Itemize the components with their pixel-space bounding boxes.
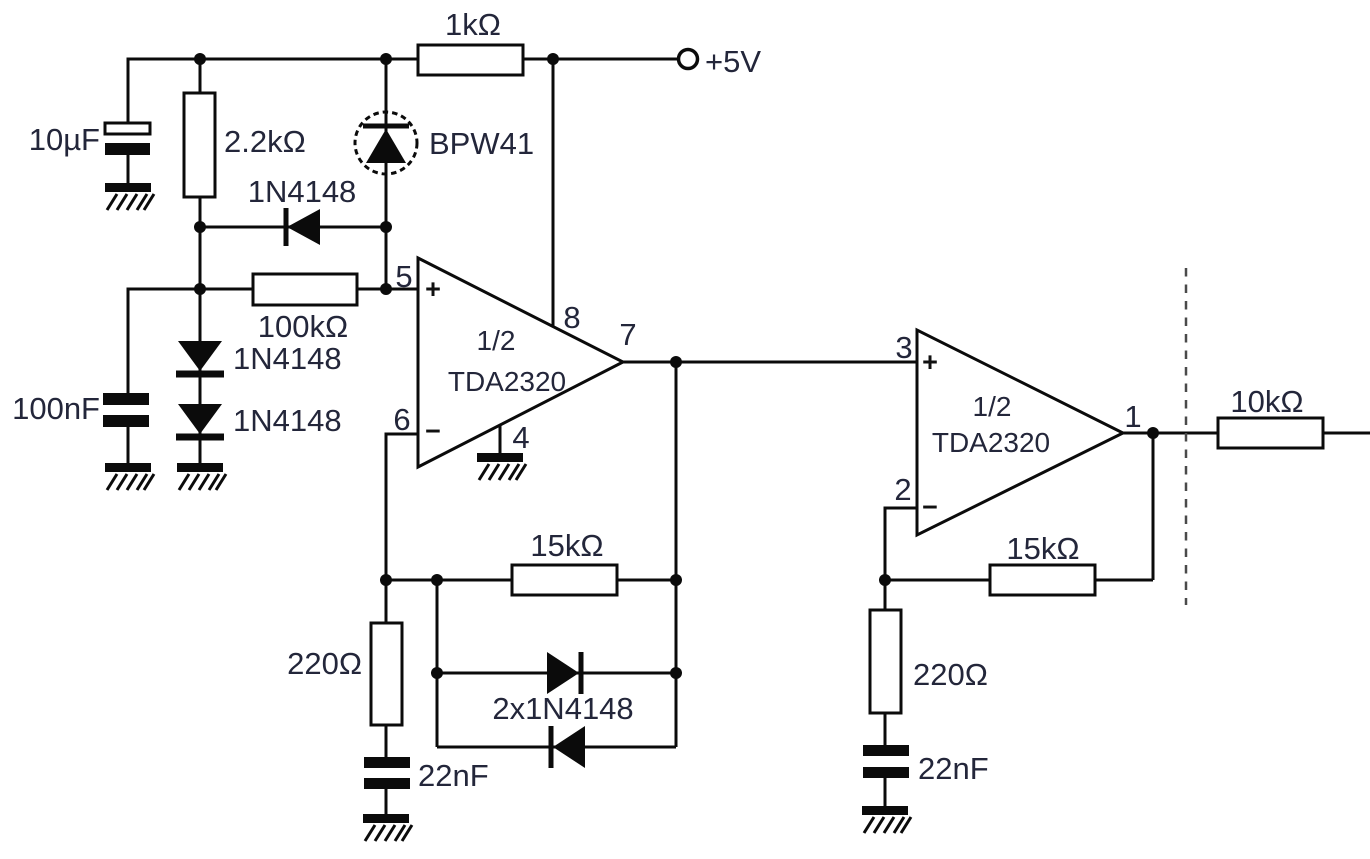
ground-symbol — [860, 804, 913, 835]
opamp2-plus-sign: + — [922, 347, 938, 377]
opamp2-pin1-label: 1 — [1124, 399, 1141, 434]
opamp1-pin4-label: 4 — [512, 420, 529, 455]
label-r-15k-1: 15kΩ — [530, 528, 603, 563]
opamp2-minus-sign: − — [922, 492, 938, 522]
diode-1n4148-clamp — [283, 208, 320, 246]
label-r-15k-2: 15kΩ — [1006, 531, 1079, 566]
capacitor-22nF-1 — [364, 757, 410, 789]
junction-dot — [670, 356, 682, 368]
cap-plate — [103, 393, 149, 405]
junction-dot — [1147, 427, 1159, 439]
label-d-bias-top: 1N4148 — [233, 341, 342, 376]
label-c-22nF-1: 22nF — [418, 758, 489, 793]
cap-plate — [364, 757, 410, 768]
cap-plate — [103, 415, 149, 427]
supply-terminal-circle — [676, 47, 700, 71]
opamp1-triangle — [416, 255, 627, 470]
ground-symbols — [103, 181, 913, 843]
cap-plate-negative — [105, 143, 150, 155]
label-c-22nF-2: 22nF — [918, 751, 989, 786]
ground-symbol — [175, 461, 228, 492]
opamp2-pin3-label: 3 — [895, 330, 912, 365]
capacitor-22nF-2 — [863, 745, 909, 778]
junction-dot — [380, 221, 392, 233]
cap-plate-positive — [103, 121, 152, 136]
junction-dot — [879, 574, 891, 586]
junction-dot — [194, 283, 206, 295]
opamp2-pin2-label: 2 — [894, 472, 911, 507]
opamp1-minus-sign: − — [425, 416, 441, 446]
label-r-2k2: 2.2kΩ — [224, 124, 306, 159]
resistor-15k-1 — [510, 563, 619, 597]
resistor-10k — [1216, 416, 1325, 450]
wire-inverting-net-1 — [384, 432, 676, 814]
junction-dot — [194, 221, 206, 233]
ground-symbol — [475, 451, 528, 482]
junction-dot — [670, 574, 682, 586]
opamp1-part: TDA2320 — [448, 366, 566, 397]
junction-dot — [194, 53, 206, 65]
junction-dots — [194, 53, 1159, 679]
label-c-10uF: 10µF — [29, 122, 100, 157]
capacitors — [103, 121, 909, 789]
label-r-1k: 1kΩ — [445, 7, 501, 42]
label-r-10k: 10kΩ — [1230, 384, 1303, 419]
diode-feedback-left — [548, 726, 585, 768]
photodiode-triangle — [366, 129, 406, 163]
label-d-clamp: 1N4148 — [248, 174, 357, 209]
resistor-100k — [251, 272, 359, 307]
diode-1n4148-bias-top — [176, 341, 224, 378]
cap-plate — [863, 745, 909, 756]
opamp1-pin8-label: 8 — [563, 300, 580, 335]
wire-output-net — [1123, 431, 1370, 580]
resistor-1k — [416, 43, 525, 77]
label-d-pair: 2x1N4148 — [492, 691, 633, 726]
label-r-220-1: 220Ω — [287, 646, 362, 681]
resistor-220-1 — [369, 621, 404, 727]
opamp2-triangle — [915, 327, 1127, 538]
component-labels: 1kΩ +5V 10µF 2.2kΩ BPW41 1N4148 100kΩ 1N… — [12, 7, 1303, 793]
opamp1-pin5-label: 5 — [395, 259, 412, 294]
photodiode-bpw41 — [353, 110, 419, 176]
opamp1-fraction: 1/2 — [477, 325, 516, 356]
label-d-bias-bottom: 1N4148 — [233, 403, 342, 438]
ground-symbol — [103, 461, 156, 492]
junction-dot — [380, 574, 392, 586]
junction-dot — [431, 667, 443, 679]
junction-dot — [670, 667, 682, 679]
junction-dot — [380, 53, 392, 65]
diode-1n4148-bias-bottom — [176, 404, 224, 441]
label-supply: +5V — [705, 44, 761, 79]
junction-dot — [431, 574, 443, 586]
label-r-220-2: 220Ω — [913, 657, 988, 692]
ground-symbol — [103, 181, 156, 212]
resistor-220-2 — [868, 608, 903, 715]
junction-dot — [547, 53, 559, 65]
opamp-1: 1/2 TDA2320 + − 5 6 8 7 4 — [393, 255, 637, 470]
opamp-2: 1/2 TDA2320 + − 3 2 1 — [894, 327, 1142, 538]
resistors — [182, 43, 1325, 727]
label-r-100k: 100kΩ — [258, 309, 348, 344]
junction-dot — [380, 283, 392, 295]
opamp2-part: TDA2320 — [932, 427, 1050, 458]
opamp2-fraction: 1/2 — [973, 391, 1012, 422]
resistor-2k2 — [182, 91, 217, 199]
cap-plate — [364, 778, 410, 789]
diodes — [176, 110, 585, 768]
opamp1-pin6-label: 6 — [393, 402, 410, 437]
resistor-15k-2 — [988, 563, 1097, 597]
label-c-100nF: 100nF — [12, 391, 100, 426]
opamp1-plus-sign: + — [425, 274, 441, 304]
capacitor-100nF — [103, 393, 149, 427]
cap-plate — [863, 767, 909, 778]
ground-symbol — [361, 812, 414, 843]
diode-feedback-right — [547, 652, 584, 694]
label-photodiode: BPW41 — [429, 126, 534, 161]
capacitor-10uF — [103, 121, 152, 155]
opamp1-pin7-label: 7 — [619, 317, 636, 352]
